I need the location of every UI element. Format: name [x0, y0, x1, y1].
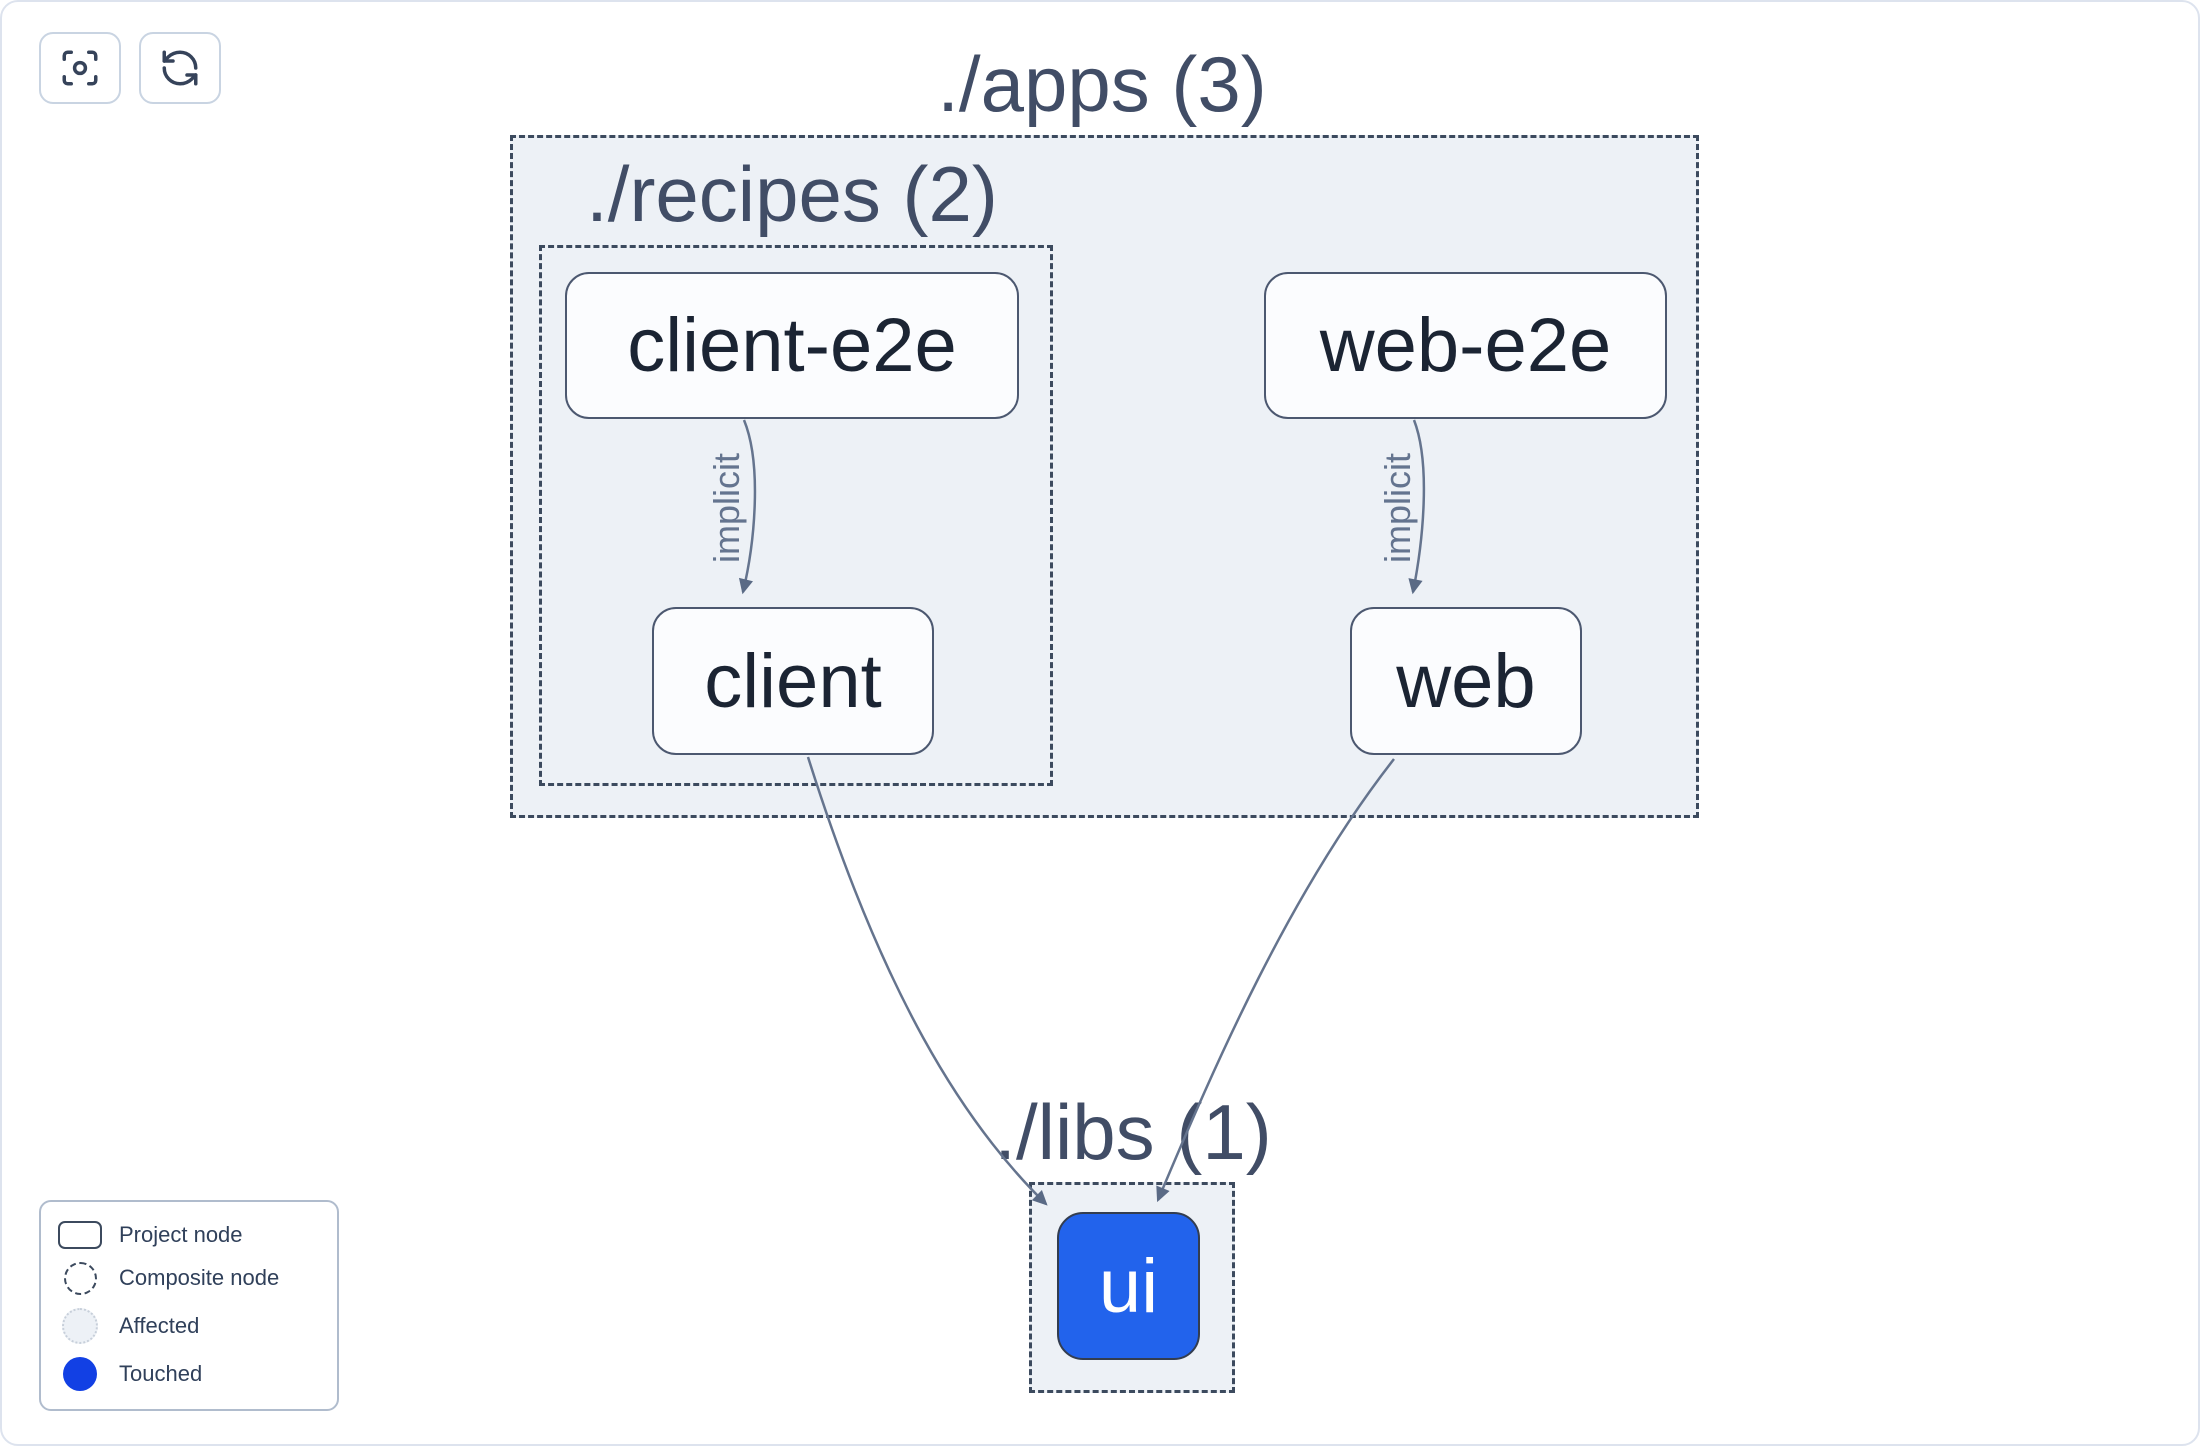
legend-label-project-node: Project node	[119, 1221, 243, 1247]
refresh-icon	[162, 50, 198, 86]
legend-row-composite-node: Composite node	[41, 1261, 337, 1295]
refresh-button[interactable]	[139, 32, 221, 104]
legend-row-project-node: Project node	[41, 1220, 337, 1249]
node-client-e2e[interactable]: client-e2e	[565, 272, 1019, 419]
graph-toolbar	[39, 32, 221, 104]
edge-web-e2e-to-web[interactable]	[1408, 419, 1426, 595]
legend-label-composite-node: Composite node	[119, 1265, 280, 1290]
legend-row-affected: Affected	[41, 1307, 337, 1344]
affected-icon	[62, 1307, 98, 1344]
scan-focus-icon	[62, 50, 98, 86]
node-ui-touched[interactable]: ui	[1057, 1212, 1200, 1360]
edge-client-e2e-to-client[interactable]	[738, 419, 757, 595]
composite-node-icon	[63, 1261, 97, 1295]
group-label-apps: ./apps (3)	[937, 40, 1267, 128]
legend-label-affected: Affected	[119, 1312, 200, 1338]
touched-icon	[63, 1356, 97, 1391]
legend-row-touched: Touched	[41, 1356, 337, 1391]
legend: Project node Composite node Affected Tou…	[39, 1200, 339, 1411]
node-web-e2e[interactable]: web-e2e	[1264, 272, 1667, 419]
group-label-recipes: ./recipes (2)	[586, 150, 998, 238]
edge-client-to-ui[interactable]	[806, 756, 1048, 1206]
center-graph-button[interactable]	[39, 32, 121, 104]
node-client[interactable]: client	[652, 607, 934, 755]
group-label-libs: ./libs (1)	[994, 1088, 1272, 1176]
project-node-icon	[58, 1220, 102, 1249]
legend-label-touched: Touched	[119, 1360, 203, 1386]
edge-web-to-ui[interactable]	[1156, 758, 1395, 1203]
node-web[interactable]: web	[1350, 607, 1582, 755]
